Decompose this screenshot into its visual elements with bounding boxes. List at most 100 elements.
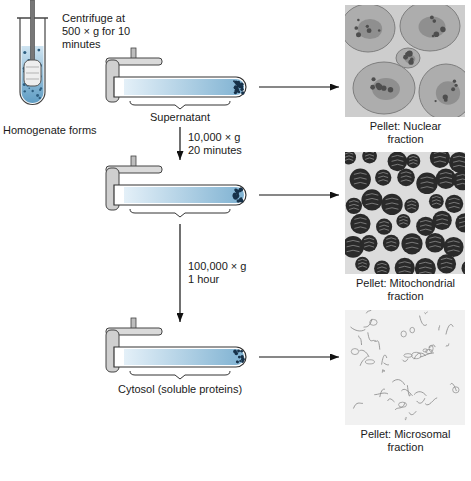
mitochondrion bbox=[406, 154, 420, 168]
crista bbox=[448, 241, 460, 243]
centrifuge-tube bbox=[114, 347, 246, 367]
crista bbox=[419, 262, 432, 264]
crista bbox=[358, 266, 367, 268]
crista bbox=[377, 270, 386, 272]
process-arrow bbox=[259, 194, 339, 195]
crista bbox=[441, 267, 452, 269]
crista bbox=[459, 226, 465, 228]
microsome-membrane bbox=[420, 316, 427, 326]
centrifuge-tube bbox=[114, 185, 246, 205]
mitochondrion bbox=[355, 257, 370, 272]
crista bbox=[434, 152, 446, 153]
crista bbox=[465, 270, 466, 272]
crista bbox=[401, 172, 412, 174]
mitochondrion bbox=[404, 198, 419, 213]
crista bbox=[436, 219, 448, 221]
micrograph: Pellet: Microsomal fraction bbox=[343, 308, 468, 454]
mitochondrion bbox=[374, 261, 390, 274]
crista bbox=[354, 173, 367, 175]
crista bbox=[440, 177, 452, 179]
crista bbox=[421, 187, 434, 189]
crista bbox=[449, 202, 460, 204]
crista bbox=[377, 263, 386, 265]
mitochondrion bbox=[430, 152, 450, 168]
node-label: Pellet: Microsomal fraction bbox=[351, 428, 460, 454]
pellet-dot bbox=[236, 81, 240, 85]
micrograph bbox=[345, 310, 465, 425]
mitochondrion bbox=[401, 233, 422, 254]
edge-label: 10,000 × g 20 minutes bbox=[187, 131, 253, 157]
crista bbox=[377, 267, 386, 269]
crista bbox=[386, 198, 399, 200]
microsome-membrane bbox=[402, 359, 408, 362]
chromatin bbox=[403, 55, 408, 60]
particle bbox=[37, 49, 40, 52]
crista bbox=[365, 158, 374, 160]
step-label: Centrifuge at 500 × g for 10 minutes bbox=[62, 12, 146, 51]
microsome-membrane bbox=[446, 343, 449, 346]
vesicle bbox=[453, 387, 459, 393]
crista bbox=[409, 163, 417, 165]
mitochondrion bbox=[345, 152, 356, 164]
crista bbox=[379, 222, 389, 224]
crista bbox=[349, 201, 359, 203]
microsome-membrane bbox=[414, 353, 426, 359]
crista bbox=[345, 159, 353, 161]
microsome-membrane bbox=[368, 332, 375, 342]
crista bbox=[399, 271, 411, 273]
crista bbox=[366, 203, 379, 205]
pestle-groove bbox=[26, 67, 39, 68]
crista bbox=[420, 220, 432, 222]
pellet-dot bbox=[233, 196, 237, 200]
microsome-membrane bbox=[388, 399, 395, 402]
rotor-shaft bbox=[131, 48, 136, 59]
crista bbox=[354, 178, 367, 180]
particle bbox=[23, 51, 26, 54]
mitochondrion bbox=[416, 217, 435, 236]
mitochondrion bbox=[388, 152, 408, 171]
pellet-dot bbox=[240, 197, 242, 199]
pellet-dot bbox=[240, 350, 242, 352]
crista bbox=[407, 204, 416, 206]
node-label: Pellet: Mitochondrial fraction bbox=[351, 277, 460, 303]
chromatin bbox=[357, 19, 360, 22]
chromatin bbox=[407, 51, 413, 57]
mitochondrion bbox=[376, 219, 392, 235]
crista bbox=[379, 229, 389, 231]
node-label: Pellet: Nuclear fraction bbox=[351, 120, 460, 146]
chromatin bbox=[366, 25, 369, 28]
crista bbox=[392, 155, 404, 157]
crista bbox=[364, 242, 374, 244]
crista bbox=[432, 196, 441, 198]
nucleus bbox=[436, 81, 460, 105]
crista bbox=[401, 176, 412, 178]
chromatin bbox=[430, 15, 434, 19]
crista bbox=[392, 164, 404, 166]
crista bbox=[365, 152, 374, 153]
micrograph-ground bbox=[345, 310, 465, 425]
crista bbox=[429, 241, 441, 243]
crista bbox=[386, 203, 399, 205]
cell bbox=[400, 5, 460, 51]
chromatin bbox=[371, 77, 375, 81]
supernatant-liquid bbox=[124, 349, 244, 365]
microsome-membrane bbox=[353, 403, 362, 408]
chromatin bbox=[408, 59, 413, 64]
microsome-membrane bbox=[359, 336, 362, 345]
mitochondrion bbox=[445, 195, 463, 213]
pestle-rod bbox=[31, 0, 35, 62]
chromatin bbox=[434, 31, 440, 37]
crista bbox=[354, 182, 367, 184]
pellet-dot bbox=[237, 89, 239, 91]
chromatin bbox=[443, 94, 448, 99]
pellet-dot bbox=[235, 83, 237, 85]
vesicle bbox=[399, 402, 407, 407]
mitochondrion bbox=[453, 171, 465, 191]
crista bbox=[364, 246, 374, 248]
crista bbox=[401, 180, 412, 182]
crista bbox=[365, 155, 374, 157]
micrograph bbox=[345, 5, 465, 117]
pellet-dot bbox=[236, 361, 239, 364]
pellet-dot bbox=[236, 360, 238, 362]
crista bbox=[399, 216, 408, 218]
